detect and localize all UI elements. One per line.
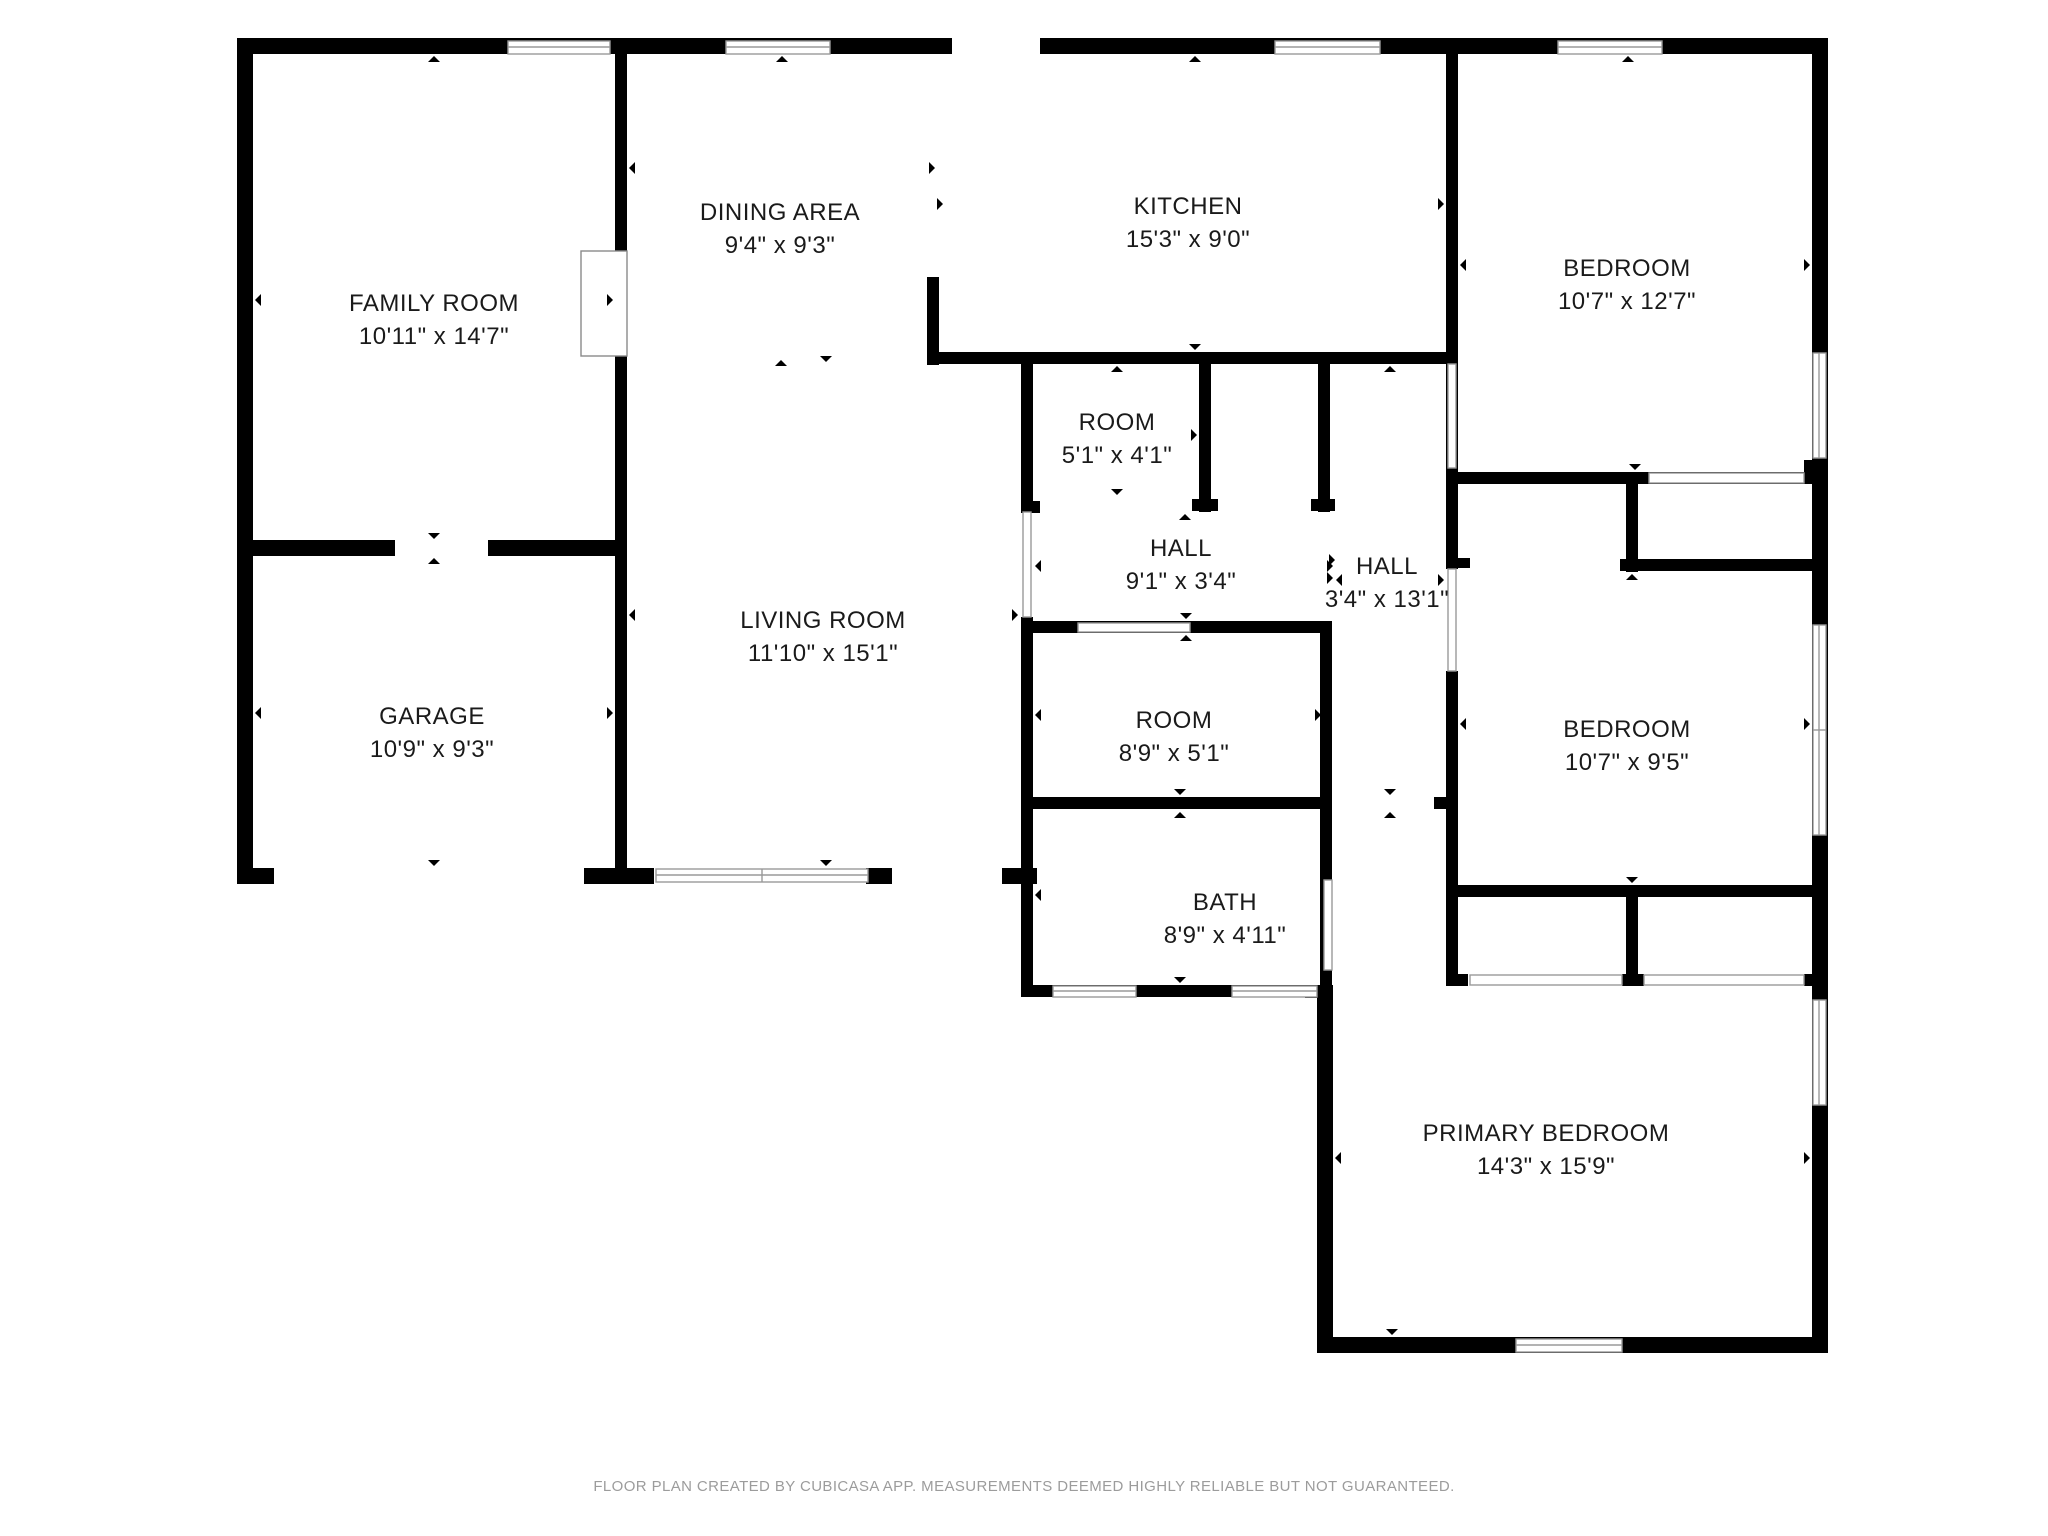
room-dimensions: 10'7" x 9'5" (1565, 749, 1689, 776)
room-room-2: ROOM 8'9" x 5'1" (1119, 707, 1229, 767)
room-name: ROOM (1136, 707, 1213, 734)
room-dimensions: 8'9" x 5'1" (1119, 740, 1229, 767)
room-name: GARAGE (379, 703, 485, 730)
dimension-markers (255, 56, 1810, 1335)
room-name: ROOM (1079, 409, 1156, 436)
room-name: DINING AREA (700, 199, 860, 226)
windows (507, 40, 1827, 1353)
footer-disclaimer: FLOOR PLAN CREATED BY CUBICASA APP. MEAS… (593, 1478, 1455, 1495)
room-small-room: ROOM 5'1" x 4'1" (1062, 409, 1172, 469)
fireplace-box (580, 250, 628, 357)
room-dimensions: 10'9" x 9'3" (370, 736, 494, 763)
room-name: FAMILY ROOM (349, 290, 519, 317)
room-dimensions: 8'9" x 4'11" (1164, 922, 1287, 949)
room-name: BEDROOM (1563, 716, 1691, 743)
room-name: PRIMARY BEDROOM (1423, 1120, 1670, 1147)
room-dimensions: 15'3" x 9'0" (1126, 226, 1250, 253)
room-dimensions: 3'4" x 13'1" (1325, 586, 1449, 613)
room-dimensions: 14'3" x 15'9" (1477, 1153, 1615, 1180)
room-bedroom-1: BEDROOM 10'7" x 12'7" (1558, 255, 1696, 315)
room-dimensions: 9'4" x 9'3" (725, 232, 835, 259)
room-garage: GARAGE 10'9" x 9'3" (370, 703, 494, 763)
room-kitchen: KITCHEN 15'3" x 9'0" (1126, 193, 1250, 253)
room-dimensions: 10'7" x 12'7" (1558, 288, 1696, 315)
room-hall-1: HALL 9'1" x 3'4" (1126, 535, 1236, 595)
room-bedroom-2: BEDROOM 10'7" x 9'5" (1563, 716, 1691, 776)
room-dimensions: 11'10" x 15'1" (748, 640, 898, 667)
room-family-room: FAMILY ROOM 10'11" x 14'7" (349, 290, 519, 350)
room-bath: BATH 8'9" x 4'11" (1164, 889, 1287, 949)
room-name: BEDROOM (1563, 255, 1691, 282)
room-hall-2: HALL 3'4" x 13'1" (1325, 553, 1449, 613)
room-name: BATH (1193, 889, 1257, 916)
room-living-room: LIVING ROOM 11'10" x 15'1" (740, 607, 906, 667)
room-name: LIVING ROOM (740, 607, 906, 634)
room-name: HALL (1356, 553, 1418, 580)
room-name: HALL (1150, 535, 1212, 562)
room-name: KITCHEN (1134, 193, 1243, 220)
room-dimensions: 9'1" x 3'4" (1126, 568, 1236, 595)
room-primary-bedroom: PRIMARY BEDROOM 14'3" x 15'9" (1423, 1120, 1670, 1180)
room-dining-area: DINING AREA 9'4" x 9'3" (700, 199, 860, 259)
room-dimensions: 10'11" x 14'7" (359, 323, 509, 350)
room-dimensions: 5'1" x 4'1" (1062, 442, 1172, 469)
